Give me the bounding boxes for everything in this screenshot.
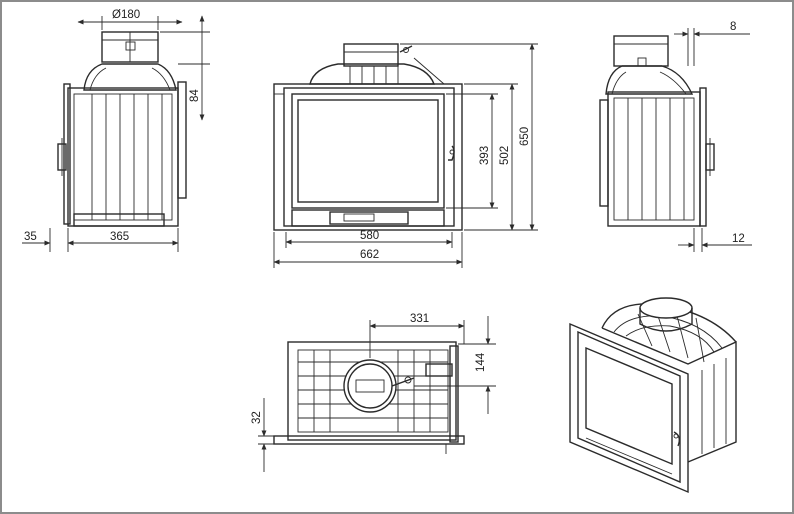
left-dimensions: Ø180 84 35 365	[22, 9, 210, 252]
iso-frame	[569, 322, 689, 494]
dim-bottom-offset: 32	[251, 411, 263, 424]
iso-handle	[673, 431, 681, 447]
dim-glass-height: 393	[479, 146, 491, 165]
side-view-right	[599, 35, 715, 227]
iso-flue	[639, 297, 693, 319]
dim-overall-width: 662	[360, 249, 379, 261]
dim-depth: 365	[110, 231, 129, 243]
dim-glass-width: 580	[360, 230, 379, 242]
dim-rear-offset: 35	[24, 231, 37, 243]
isometric-view	[569, 297, 737, 494]
dim-flue-diameter: Ø180	[112, 9, 140, 21]
iso-glass	[585, 346, 673, 466]
flue-collar	[343, 43, 399, 67]
dome-top	[605, 65, 694, 95]
top-view	[273, 341, 465, 454]
dome-top	[83, 63, 177, 91]
flue-collar	[613, 35, 669, 67]
front-dimensions: 580 662 393 502 650	[273, 43, 538, 268]
stove-body	[67, 87, 179, 227]
dim-flue-height: 84	[189, 89, 201, 102]
side-view-left	[57, 31, 187, 227]
air-control	[329, 211, 409, 225]
dim-flue-offset-y: 144	[475, 352, 487, 372]
dim-right-offset-bottom: 12	[732, 233, 745, 245]
top-dimensions: 331 144 32	[251, 313, 496, 472]
front-view	[273, 43, 463, 231]
dim-right-offset-top: 8	[730, 21, 736, 33]
top-outline	[287, 341, 457, 441]
dim-flue-offset-x: 331	[410, 313, 429, 325]
dim-overall-height: 650	[519, 127, 531, 146]
door	[291, 93, 445, 209]
dome-top	[309, 63, 436, 85]
door-handle	[448, 145, 455, 161]
right-dimensions: 8 12	[674, 21, 752, 252]
dim-frame-height: 502	[499, 146, 511, 165]
stove-body	[607, 91, 701, 227]
glass-panel	[297, 99, 439, 203]
outer-frame	[273, 83, 463, 231]
